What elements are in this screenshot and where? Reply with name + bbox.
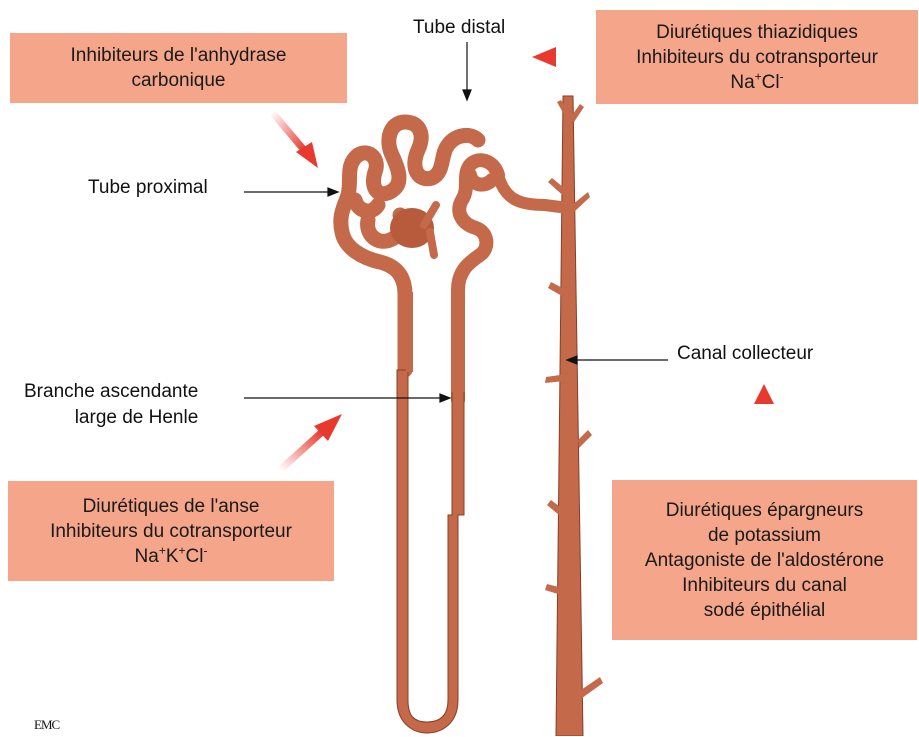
box-potassium-sparing-diuretics: Diurétiques épargneurs de potassium Anta… (612, 480, 917, 640)
box-ksparing-line5: sodé épithélial (704, 598, 825, 623)
pointer-canal-collecteur (567, 356, 668, 364)
box-loop-ion: Na+K+Cl- (135, 544, 208, 569)
box-thiazide-line2: Inhibiteurs du cotransporteur (636, 45, 878, 70)
box-anhydrase-line1: Inhibiteurs de l'anhydrase (71, 43, 287, 68)
box-anhydrase-line2: carbonique (131, 68, 225, 93)
box-thiazide-ion: Na+Cl- (730, 70, 783, 95)
box-ksparing-line3: Antagoniste de l'aldostérone (645, 548, 884, 573)
ion-k-charge: + (179, 543, 186, 557)
box-loop-diuretics: Diurétiques de l'anse Inhibiteurs du cot… (8, 481, 334, 581)
box-ksparing-line2: de potassium (708, 523, 821, 548)
label-henle: Branche ascendante large de Henle (24, 379, 198, 431)
label-tube-proximal: Tube proximal (88, 176, 208, 200)
arrow-ksparing (754, 384, 774, 478)
box-loop-line1: Diurétiques de l'anse (83, 494, 260, 519)
label-canal-collecteur: Canal collecteur (677, 342, 813, 366)
pointer-henle (244, 394, 450, 402)
label-henle-line2: large de Henle (24, 405, 198, 431)
box-anhydrase-inhibitors: Inhibiteurs de l'anhydrase carbonique (10, 33, 347, 103)
ion-cl-charge: - (203, 543, 207, 557)
box-loop-line2: Inhibiteurs du cotransporteur (50, 519, 292, 544)
ion-k: K (166, 546, 179, 567)
ion-na: Na (135, 546, 159, 567)
pointer-tube-distal (463, 42, 471, 100)
label-tube-distal: Tube distal (413, 16, 505, 40)
ion-na-charge: + (755, 69, 762, 83)
ion-cl: Cl (186, 546, 204, 567)
ion-na: Na (730, 72, 754, 93)
pointer-tube-proximal (244, 188, 338, 196)
box-thiazide-line1: Diurétiques thiazidiques (656, 20, 858, 45)
box-ksparing-line1: Diurétiques épargneurs (666, 498, 864, 523)
label-henle-line1: Branche ascendante (24, 379, 198, 405)
ion-cl-charge: - (780, 69, 784, 83)
ion-na-charge: + (159, 543, 166, 557)
arrow-loop (280, 414, 342, 470)
arrow-thiazide (532, 47, 590, 67)
ion-cl: Cl (762, 72, 780, 93)
arrow-anhydrase (272, 112, 318, 168)
loop-of-henle (397, 292, 465, 733)
box-thiazide-diuretics: Diurétiques thiazidiques Inhibiteurs du … (596, 10, 918, 104)
collecting-duct (498, 96, 603, 736)
emc-logo: EMC (34, 713, 59, 737)
box-ksparing-line4: Inhibiteurs du canal (682, 573, 847, 598)
